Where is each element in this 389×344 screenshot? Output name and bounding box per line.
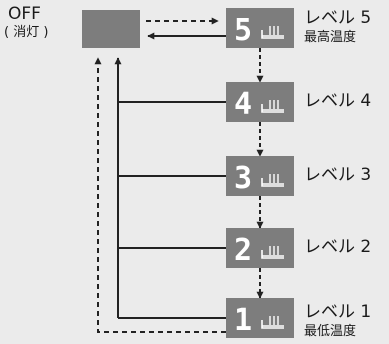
level-2-digit: 2 [234,233,252,268]
level-2-display: 2 [226,228,294,268]
level-5-digit: 5 [234,13,252,48]
level-3-display: 3 [226,156,294,196]
level-4-display: 4 [226,82,294,122]
level-3-label: レベル 3 [304,165,372,185]
level-1-digit: 1 [234,303,252,338]
level-3-digit: 3 [234,161,252,196]
off-label: OFF [8,4,41,24]
arrow-level-1-to-off-dashed [94,57,226,333]
level-5-label: レベル 5 [304,8,372,28]
level-1-display: 1 [226,298,294,338]
level-2-label: レベル 2 [304,237,372,257]
level-1-sublabel: 最低温度 [304,324,357,339]
level-4-digit: 4 [234,87,252,122]
level-5-sublabel: 最高温度 [304,30,357,45]
level-1-label: レベル 1 [304,302,372,322]
level-5-display: 5 [226,8,294,48]
off-sublabel: ( 消灯 ) [4,25,49,40]
off-display [82,10,140,48]
level-4-label: レベル 4 [304,91,372,111]
